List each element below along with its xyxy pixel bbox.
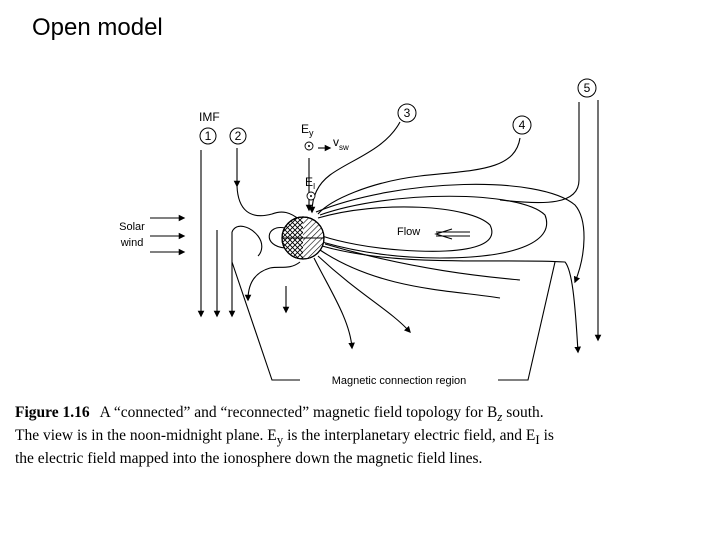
line-marker-4 bbox=[512, 115, 532, 135]
tail-line-b bbox=[319, 195, 548, 259]
line-number-3: 3 bbox=[404, 106, 411, 120]
line-number-5: 5 bbox=[584, 81, 591, 95]
tail-line-c bbox=[315, 183, 585, 284]
field-line-2-drape bbox=[236, 185, 301, 221]
tail-line-g bbox=[313, 257, 355, 350]
slide-title: Open model bbox=[32, 14, 163, 41]
dayside-loop bbox=[268, 227, 286, 249]
flow-label: Flow bbox=[397, 226, 420, 238]
connection-region-label: Magnetic connection region bbox=[332, 375, 467, 387]
field-line-dayside-bottom bbox=[244, 261, 301, 302]
caption-line-2: The view is in the noon-midnight plane. … bbox=[15, 427, 554, 448]
tail-line-e bbox=[319, 249, 501, 299]
line-number-2: 2 bbox=[235, 129, 242, 143]
line-marker-2 bbox=[229, 127, 247, 145]
connection-region-bracket bbox=[231, 261, 556, 381]
flow-arrow bbox=[434, 228, 470, 240]
field-line-5 bbox=[499, 102, 580, 204]
figure-number: Figure 1.16 bbox=[15, 404, 90, 421]
line-marker-1 bbox=[199, 127, 217, 145]
line-marker-5 bbox=[577, 78, 597, 98]
tail-line-d bbox=[321, 245, 581, 354]
tail-line-a bbox=[317, 206, 493, 252]
line-number-4: 4 bbox=[519, 118, 526, 132]
line-marker-3 bbox=[397, 103, 417, 123]
earth bbox=[281, 216, 325, 260]
ei-label: EI bbox=[305, 175, 315, 191]
field-line-4 bbox=[317, 137, 521, 215]
tail-line-f bbox=[317, 255, 411, 333]
dayside-loop-outer bbox=[231, 225, 263, 257]
imf-label: IMF bbox=[199, 110, 220, 124]
magnetosphere-diagram: 1 2 3 4 5 IMF Ey vsw EI Solar wind Flow … bbox=[119, 78, 602, 387]
vsw-label: vsw bbox=[333, 135, 349, 152]
solar-wind-label-2: wind bbox=[120, 237, 144, 249]
caption-line-3: the electric field mapped into the ionos… bbox=[15, 450, 483, 468]
ey-label: Ey bbox=[301, 122, 314, 138]
tail-line-h bbox=[324, 243, 521, 281]
solar-wind-label-1: Solar bbox=[119, 221, 145, 233]
line-number-1: 1 bbox=[205, 129, 212, 143]
